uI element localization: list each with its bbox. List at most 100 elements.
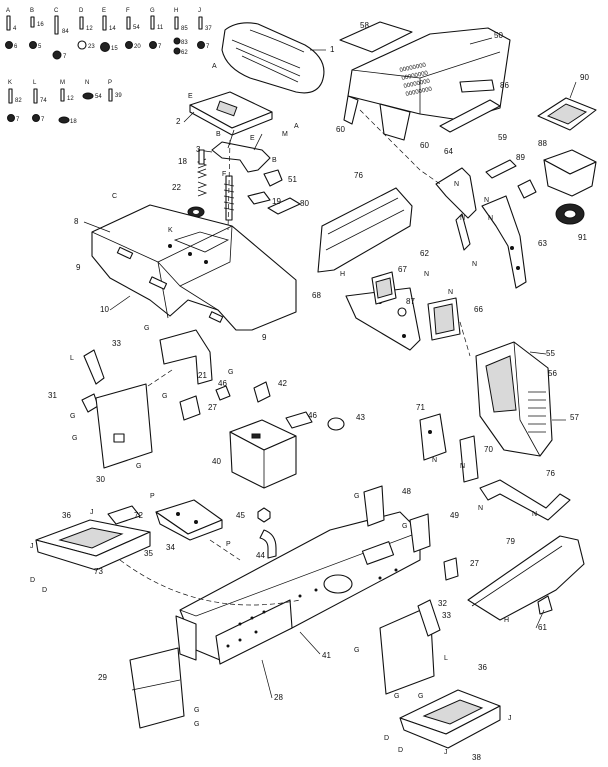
svg-text:11: 11 bbox=[157, 25, 164, 31]
spacer-87 bbox=[397, 307, 407, 317]
letter-c1: C bbox=[112, 193, 117, 200]
callout-72: 72 bbox=[134, 511, 143, 520]
bracket-21 bbox=[159, 329, 213, 385]
callout-42: 42 bbox=[278, 379, 287, 388]
side-panel bbox=[317, 187, 413, 273]
svg-text:7: 7 bbox=[63, 54, 67, 60]
callout-41: 41 bbox=[322, 651, 331, 660]
hw-e: E 14 15 bbox=[100, 8, 118, 52]
hood-decal: 00000000 00000000 00000000 00000000 bbox=[399, 62, 433, 98]
callout-66: 66 bbox=[474, 305, 483, 314]
hw-b: B 16 5 bbox=[29, 8, 44, 50]
svg-text:54: 54 bbox=[95, 94, 102, 100]
letter-d3: D bbox=[384, 735, 389, 742]
bushing-91 bbox=[555, 203, 585, 225]
svg-text:7: 7 bbox=[16, 117, 20, 123]
svg-text:20: 20 bbox=[134, 44, 141, 50]
callout-36b: 36 bbox=[478, 663, 487, 672]
bracket-27 bbox=[179, 395, 201, 421]
callout-58: 58 bbox=[360, 21, 369, 30]
hw-h: H 85 83 62 bbox=[173, 8, 188, 56]
callout-60b: 60 bbox=[420, 141, 429, 150]
svg-text:84: 84 bbox=[62, 29, 69, 35]
bracket-71 bbox=[419, 413, 447, 461]
svg-text:14: 14 bbox=[109, 26, 116, 32]
callout-22: 22 bbox=[172, 183, 181, 192]
callout-19: 19 bbox=[272, 197, 281, 206]
svg-text:M: M bbox=[60, 80, 65, 86]
callout-8: 8 bbox=[74, 217, 79, 226]
letter-g7: G bbox=[354, 493, 359, 500]
svg-text:H: H bbox=[174, 8, 178, 14]
letter-n8: N bbox=[432, 457, 437, 464]
seat-bracket bbox=[197, 129, 271, 173]
bracket-62 bbox=[455, 213, 471, 251]
callout-63: 63 bbox=[538, 239, 547, 248]
svg-text:12: 12 bbox=[67, 96, 74, 102]
bracket-49 bbox=[409, 513, 431, 553]
callout-91: 91 bbox=[578, 233, 587, 242]
letter-g6: G bbox=[136, 463, 141, 470]
callout-71: 71 bbox=[416, 403, 425, 412]
callout-76b: 76 bbox=[546, 469, 555, 478]
letter-g4: G bbox=[70, 413, 75, 420]
svg-text:7: 7 bbox=[41, 117, 45, 123]
letter-g2: G bbox=[228, 369, 233, 376]
bracket-70 bbox=[459, 435, 479, 483]
svg-text:62: 62 bbox=[181, 50, 188, 56]
callout-80: 80 bbox=[300, 199, 309, 208]
footrest-right bbox=[399, 689, 501, 749]
callout-44: 44 bbox=[256, 551, 265, 560]
callout-90: 90 bbox=[580, 73, 589, 82]
tray-88 bbox=[543, 149, 597, 197]
callout-64: 64 bbox=[444, 147, 453, 156]
callout-33b: 33 bbox=[442, 611, 451, 620]
side-rail bbox=[467, 535, 585, 621]
svg-text:00000000: 00000000 bbox=[405, 86, 433, 98]
letter-j4: J bbox=[444, 749, 448, 756]
hw-j: J 37 7 bbox=[197, 8, 212, 50]
callout-30: 30 bbox=[96, 475, 105, 484]
svg-text:B: B bbox=[30, 8, 34, 14]
svg-text:G: G bbox=[150, 8, 155, 14]
callout-32: 32 bbox=[438, 599, 447, 608]
callout-35: 35 bbox=[144, 549, 153, 558]
letter-l2: L bbox=[444, 655, 448, 662]
callout-28: 28 bbox=[274, 693, 283, 702]
cap-43 bbox=[327, 417, 345, 431]
svg-text:18: 18 bbox=[70, 119, 77, 125]
svg-text:4: 4 bbox=[13, 26, 17, 32]
callout-73: 73 bbox=[94, 567, 103, 576]
callout-50: 50 bbox=[494, 31, 503, 40]
dash-panel bbox=[475, 341, 553, 457]
bracket-48 bbox=[363, 485, 385, 527]
letter-n6: N bbox=[424, 271, 429, 278]
callout-62: 62 bbox=[420, 249, 429, 258]
callout-67: 67 bbox=[398, 265, 407, 274]
svg-text:23: 23 bbox=[88, 44, 95, 50]
letter-e1: E bbox=[188, 93, 193, 100]
callout-49: 49 bbox=[450, 511, 459, 520]
callout-79: 79 bbox=[506, 537, 515, 546]
callout-36a: 36 bbox=[62, 511, 71, 520]
letter-a1: A bbox=[212, 63, 217, 70]
svg-text:16: 16 bbox=[37, 22, 44, 28]
svg-text:F: F bbox=[126, 8, 130, 14]
bracket-46 bbox=[215, 385, 231, 401]
svg-text:N: N bbox=[85, 80, 89, 86]
hw-f: F 54 20 bbox=[125, 8, 141, 50]
letter-callouts: A A B B C D D D D E E F G G G G G G G G … bbox=[30, 63, 537, 756]
pad-66 bbox=[427, 297, 461, 341]
callouts: 1 2 3 8 9 9 10 18 19 21 22 27 27 28 29 3… bbox=[48, 21, 589, 762]
callout-88: 88 bbox=[538, 139, 547, 148]
letter-n9: N bbox=[460, 463, 465, 470]
seat-pan bbox=[189, 91, 273, 136]
hose-44 bbox=[259, 529, 277, 559]
svg-text:6: 6 bbox=[14, 44, 18, 50]
hw-a: A 4 6 bbox=[5, 8, 18, 50]
letter-g8: G bbox=[402, 523, 407, 530]
hardware-legend: A 4 6 B 16 5 C 84 7 D 12 23 E bbox=[5, 8, 212, 125]
letter-g9: G bbox=[354, 647, 359, 654]
letter-b1: B bbox=[216, 131, 221, 138]
